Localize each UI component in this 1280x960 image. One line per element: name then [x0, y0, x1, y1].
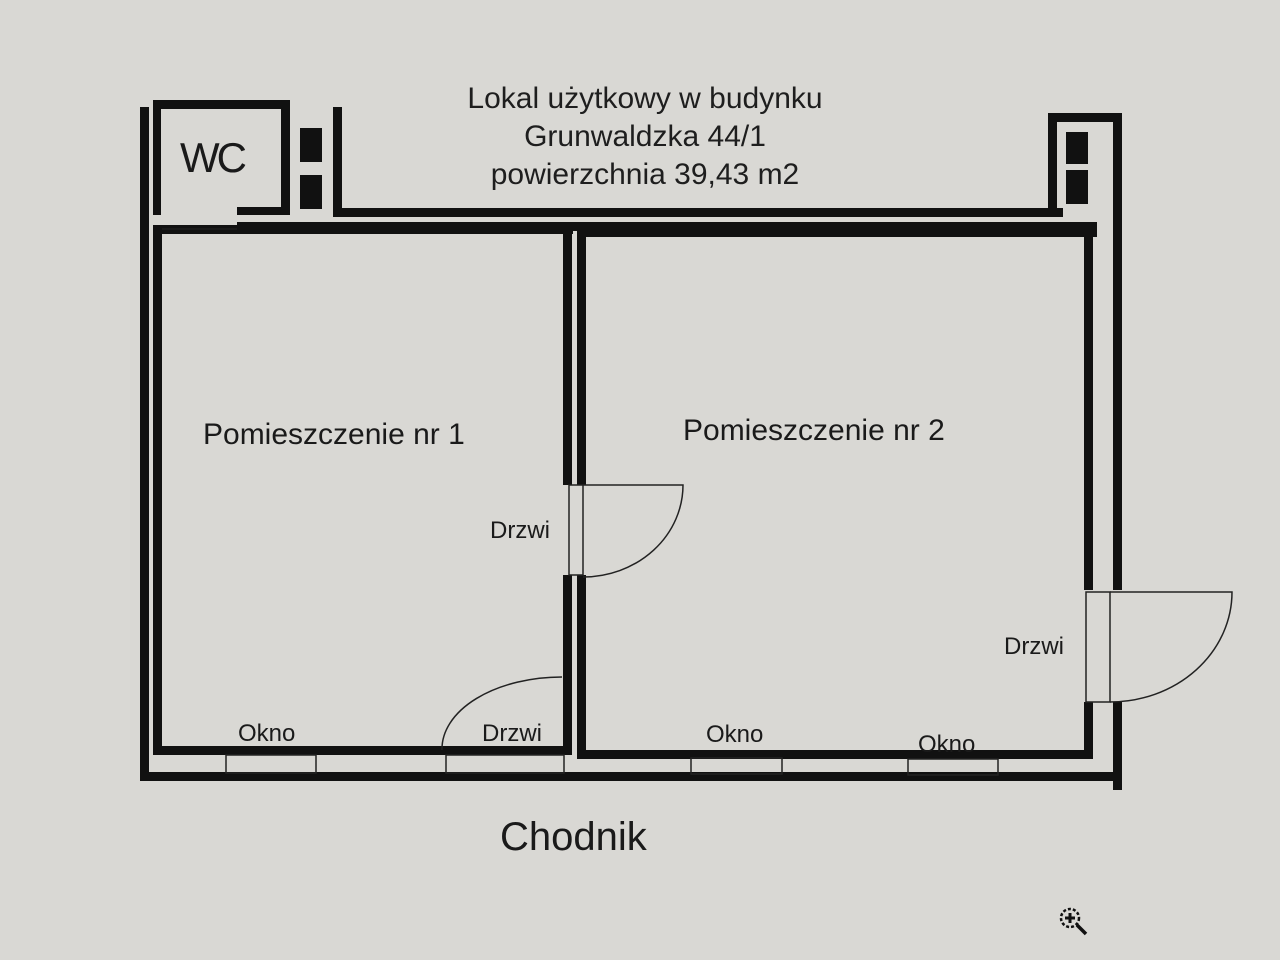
title-line-3: powierzchnia 39,43 m2: [490, 158, 800, 191]
vent-block: [300, 175, 322, 209]
chimney-wall-left: [1048, 113, 1057, 217]
wc-wall-right: [281, 100, 290, 215]
top-wall-inner: [237, 222, 1097, 231]
room2-wall-right: [1084, 228, 1093, 758]
zoom-in-button[interactable]: [1054, 902, 1094, 942]
wc-wall-bottom: [237, 207, 290, 215]
room-label-1: Pomieszczenie nr 1: [203, 418, 465, 451]
window-frame: [690, 757, 783, 775]
top-wall-outer: [333, 107, 342, 217]
room1-wall-top: [153, 225, 573, 234]
chimney-wall-top: [1048, 113, 1122, 122]
outer-wall-left: [140, 107, 149, 780]
outer-wall-bottom: [140, 772, 1122, 781]
title-line-2: Grunwaldzka 44/1: [524, 120, 766, 153]
window-frame: [445, 754, 565, 774]
door-swing-middle: [582, 484, 684, 578]
zoom-in-icon: [1059, 907, 1088, 936]
street-label: Chodnik: [500, 815, 647, 859]
window-label-2: Okno: [706, 721, 764, 748]
window-label-3: Okno: [918, 731, 976, 758]
vent-block: [300, 128, 322, 162]
top-wall-outer: [333, 208, 1063, 217]
window-label-1: Okno: [238, 720, 296, 747]
wc-wall-left: [153, 100, 161, 215]
room2-wall-bottom: [577, 750, 1093, 759]
window-frame: [907, 758, 999, 776]
door-swing-right: [1109, 591, 1233, 703]
wc-wall-top: [153, 100, 290, 109]
outer-wall-right: [1113, 113, 1122, 790]
vent-block: [1066, 132, 1088, 164]
room1-wall-left: [153, 225, 162, 755]
window-frame: [225, 754, 317, 774]
door-frame-right: [1085, 591, 1111, 703]
room-label-2: Pomieszczenie nr 2: [683, 414, 945, 447]
door-frame-middle: [568, 484, 584, 576]
title-line-1: Lokal użytkowy w budynku: [467, 82, 823, 115]
room-label-wc: WC: [180, 134, 247, 181]
door-label-bottom: Drzwi: [482, 720, 542, 747]
door-label-right: Drzwi: [1004, 633, 1064, 660]
vent-block: [1066, 170, 1088, 204]
plan-title: Lokal użytkowy w budynku Grunwaldzka 44/…: [420, 80, 870, 194]
door-swing-bottom: [441, 676, 563, 751]
room1-wall-bottom: [153, 746, 572, 755]
room2-wall-top: [577, 228, 1097, 237]
door-label-middle: Drzwi: [490, 517, 550, 544]
